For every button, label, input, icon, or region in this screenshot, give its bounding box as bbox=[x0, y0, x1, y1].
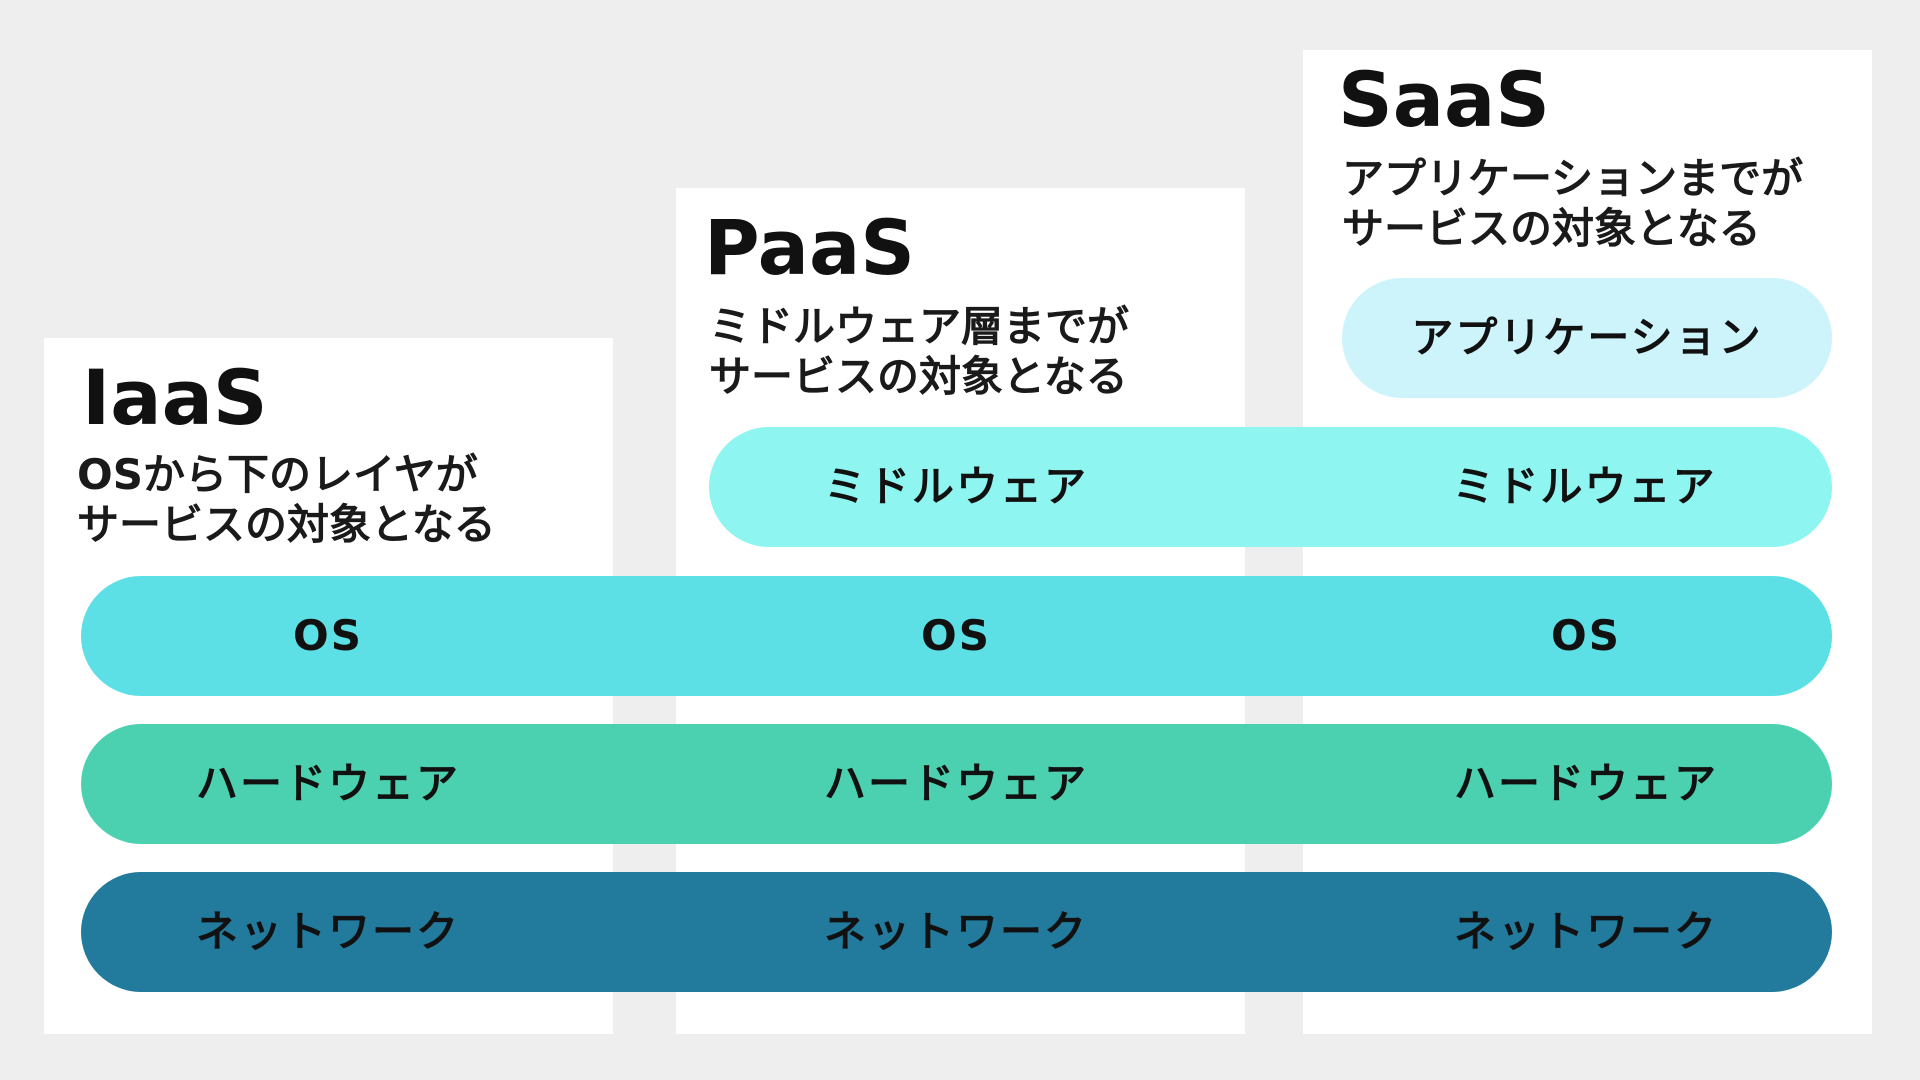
iaas-title: IaaS bbox=[82, 353, 268, 442]
iaas-network-label: ネットワーク bbox=[195, 907, 460, 956]
iaas-os-label: OS bbox=[293, 611, 363, 660]
saas-os-label: OS bbox=[1551, 611, 1621, 660]
paas-title: PaaS bbox=[704, 203, 915, 292]
paas-description-line-2: サービスの対象となる bbox=[709, 352, 1128, 401]
saas-description-line-1: アプリケーションまでが bbox=[1342, 154, 1804, 203]
iaas-hardware-label: ハードウェア bbox=[195, 759, 460, 808]
saas-description-line-2: サービスの対象となる bbox=[1342, 204, 1761, 253]
saas-description: アプリケーションまでが サービスの対象となる bbox=[1342, 154, 1803, 254]
iaas-description-line-1: OSから下のレイヤが bbox=[77, 450, 478, 499]
paas-description-line-1: ミドルウェア層までが bbox=[709, 302, 1130, 351]
saas-middleware-label: ミドルウェア bbox=[1452, 462, 1717, 511]
paas-os-label: OS bbox=[921, 611, 991, 660]
saas-application-label: アプリケーション bbox=[1411, 313, 1763, 362]
paas-network-label: ネットワーク bbox=[823, 907, 1088, 956]
paas-description: ミドルウェア層までが サービスの対象となる bbox=[709, 302, 1129, 402]
saas-network-label: ネットワーク bbox=[1453, 907, 1718, 956]
iaas-description: OSから下のレイヤが サービスの対象となる bbox=[77, 450, 496, 550]
iaas-description-line-2: サービスの対象となる bbox=[77, 500, 496, 549]
application-layer-bar: アプリケーション bbox=[1342, 278, 1832, 398]
hardware-layer-bar: ハードウェア ハードウェア ハードウェア bbox=[81, 724, 1832, 844]
network-layer-bar: ネットワーク ネットワーク ネットワーク bbox=[81, 872, 1832, 992]
saas-hardware-label: ハードウェア bbox=[1453, 759, 1718, 808]
saas-title: SaaS bbox=[1338, 55, 1551, 144]
paas-middleware-label: ミドルウェア bbox=[823, 462, 1088, 511]
os-layer-bar: OS OS OS bbox=[81, 576, 1832, 696]
middleware-layer-bar: ミドルウェア ミドルウェア bbox=[709, 427, 1832, 547]
paas-hardware-label: ハードウェア bbox=[823, 759, 1088, 808]
